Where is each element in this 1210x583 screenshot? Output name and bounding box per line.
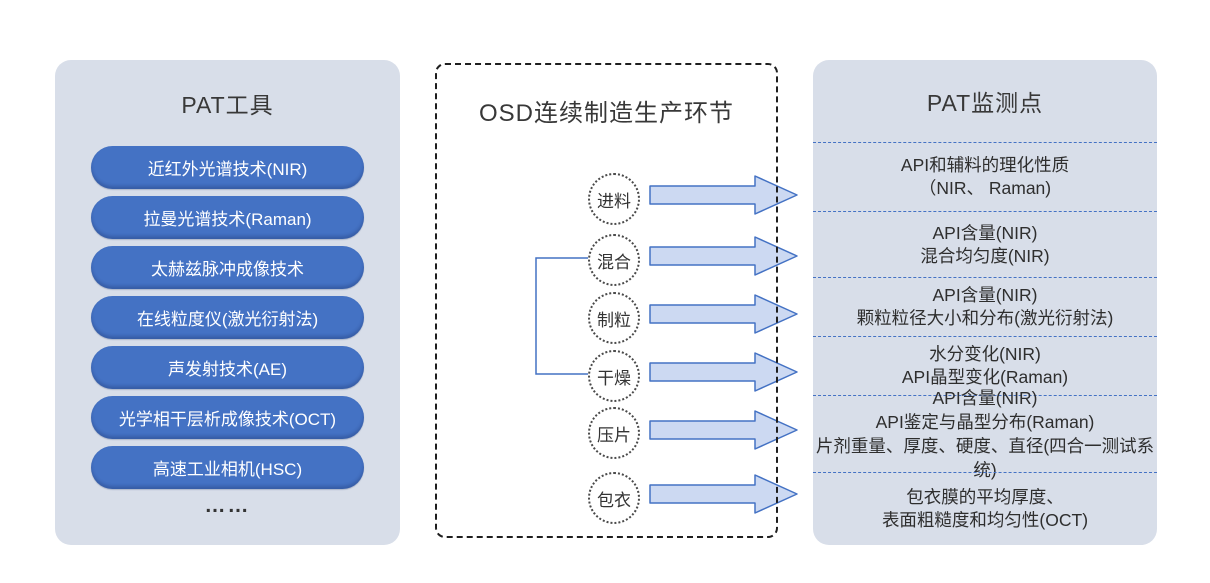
monitor-row-feeding: API和辅料的理化性质 （NIR、 Raman) bbox=[813, 142, 1157, 211]
monitor-line: （NIR、 Raman) bbox=[918, 178, 1052, 198]
step-circle-granulation: 制粒 bbox=[588, 292, 640, 344]
pat-tools-list: 近红外光谱技术(NIR) 拉曼光谱技术(Raman) 太赫兹脉冲成像技术 在线粒… bbox=[55, 146, 400, 489]
tool-pill-nir: 近红外光谱技术(NIR) bbox=[91, 146, 364, 189]
monitor-line: 表面粗糙度和均匀性(OCT) bbox=[881, 510, 1089, 530]
osd-process-panel: OSD连续制造生产环节 进料 混合 制粒 干燥 压片 包衣 bbox=[435, 63, 778, 538]
tool-pill-particle-sizer: 在线粒度仪(激光衍射法) bbox=[91, 296, 364, 339]
monitor-line: API含量(NIR) bbox=[932, 222, 1038, 243]
monitor-line: 包衣膜的平均厚度、 bbox=[906, 487, 1064, 507]
step-circle-coating: 包衣 bbox=[588, 472, 640, 524]
monitor-row-coating: 包衣膜的平均厚度、 表面粗糙度和均匀性(OCT) bbox=[813, 472, 1157, 545]
monitor-line: 颗粒粒径大小和分布(激光衍射法) bbox=[856, 308, 1114, 328]
monitor-row-drying: 水分变化(NIR) API晶型变化(Raman) bbox=[813, 336, 1157, 395]
step-circle-feeding: 进料 bbox=[588, 173, 640, 225]
monitor-line: 片剂重量、厚度、硬度、直径(四合一测试系统) bbox=[815, 436, 1155, 480]
step-circle-compression: 压片 bbox=[588, 407, 640, 459]
monitor-line: API鉴定与晶型分布(Raman) bbox=[875, 412, 1095, 432]
pat-tools-panel: PAT工具 近红外光谱技术(NIR) 拉曼光谱技术(Raman) 太赫兹脉冲成像… bbox=[55, 60, 400, 545]
pat-monitor-title: PAT监测点 bbox=[926, 90, 1044, 116]
monitor-line: API含量(NIR) bbox=[932, 388, 1038, 408]
monitor-row-granulation: API含量(NIR) 颗粒粒径大小和分布(激光衍射法) bbox=[813, 277, 1157, 336]
step-circle-drying: 干燥 bbox=[588, 350, 640, 402]
monitor-line: API含量(NIR) bbox=[932, 285, 1038, 305]
monitor-row-compression: API含量(NIR) API鉴定与晶型分布(Raman) 片剂重量、厚度、硬度、… bbox=[813, 388, 1157, 480]
tool-pill-ae: 声发射技术(AE) bbox=[91, 346, 364, 389]
monitor-line: 混合均匀度(NIR) bbox=[920, 245, 1050, 266]
tool-pill-oct: 光学相干层析成像技术(OCT) bbox=[91, 396, 364, 439]
tool-pill-hsc: 高速工业相机(HSC) bbox=[91, 446, 364, 489]
merge-bracket-line bbox=[535, 257, 588, 375]
step-circle-blending: 混合 bbox=[588, 234, 640, 286]
pat-tools-title: PAT工具 bbox=[181, 92, 274, 118]
monitor-row-blending: API含量(NIR) 混合均匀度(NIR) bbox=[813, 211, 1157, 277]
tool-pill-terahertz: 太赫兹脉冲成像技术 bbox=[91, 246, 364, 289]
monitor-line: API和辅料的理化性质 bbox=[900, 155, 1070, 175]
tool-pill-raman: 拉曼光谱技术(Raman) bbox=[91, 196, 364, 239]
more-tools-ellipsis: …… bbox=[204, 494, 251, 517]
pat-monitor-panel: PAT监测点 API和辅料的理化性质 （NIR、 Raman) API含量(NI… bbox=[813, 60, 1157, 545]
monitor-line: 水分变化(NIR) bbox=[929, 344, 1041, 364]
monitor-line: API晶型变化(Raman) bbox=[901, 367, 1069, 387]
osd-process-title: OSD连续制造生产环节 bbox=[478, 100, 734, 127]
